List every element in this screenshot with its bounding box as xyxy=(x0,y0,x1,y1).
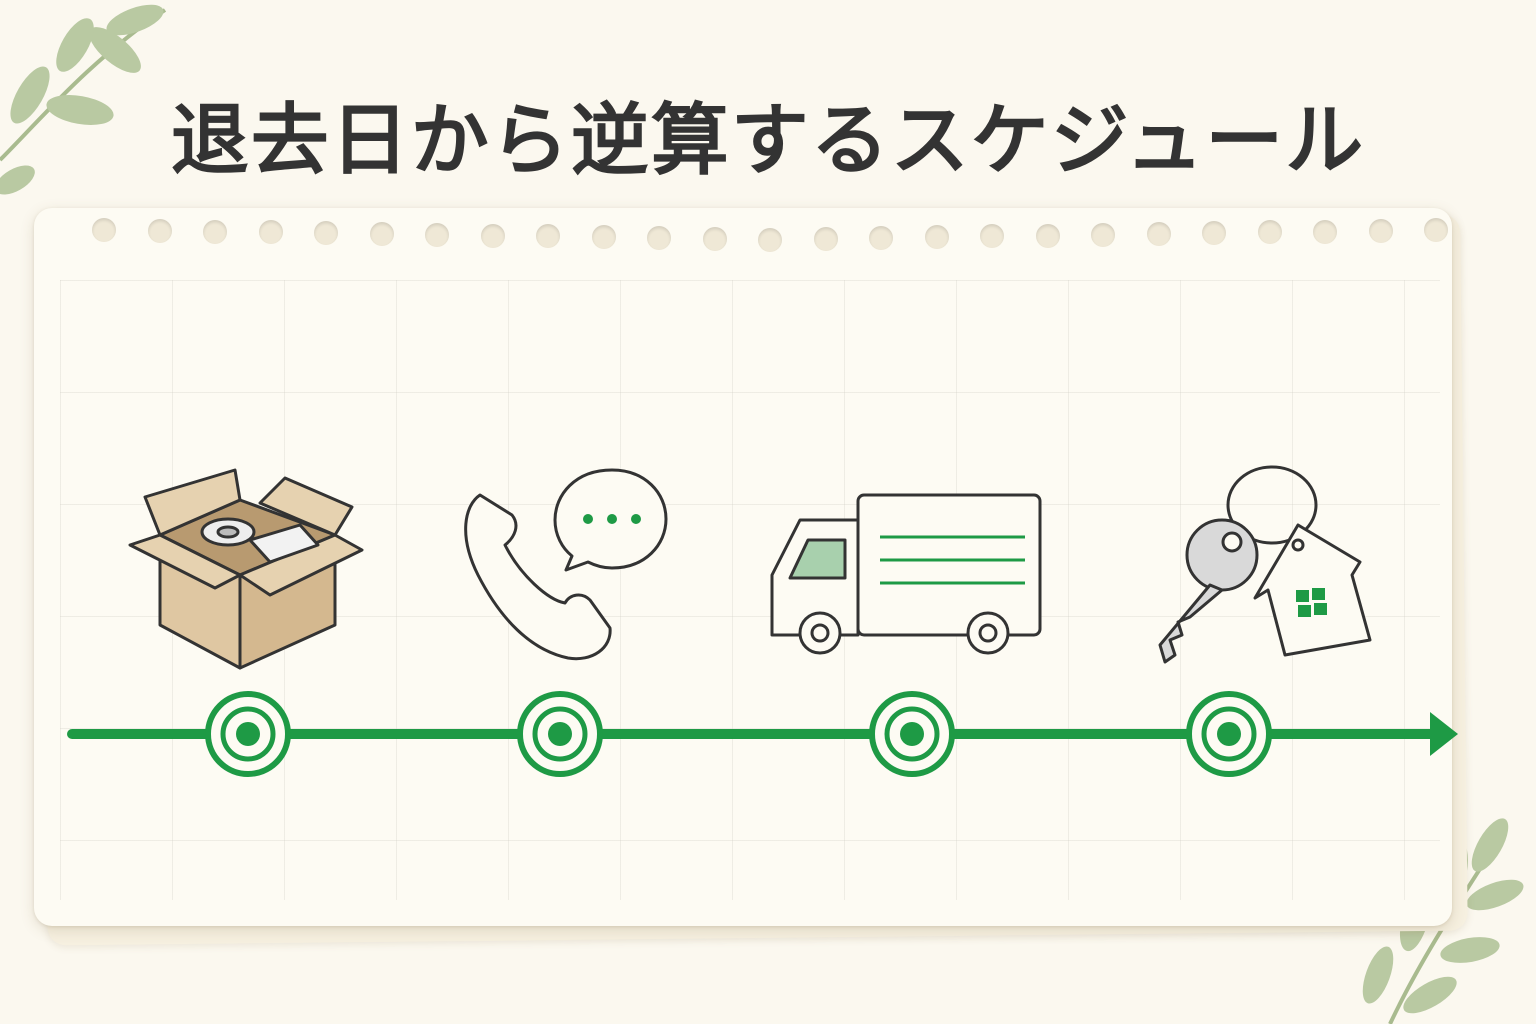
timeline-marker xyxy=(205,691,291,777)
paper-hole xyxy=(813,226,838,251)
paper-hole xyxy=(702,226,727,251)
timeline-marker xyxy=(517,691,603,777)
paper-hole xyxy=(425,222,449,247)
paper-hole xyxy=(591,225,616,250)
paper-hole xyxy=(1202,221,1226,246)
moving-truck-icon xyxy=(770,493,1042,655)
paper-hole xyxy=(758,227,782,252)
page-title: 退去日から逆算するスケジュール xyxy=(170,96,1366,186)
paper-hole xyxy=(1035,223,1060,248)
paper-hole xyxy=(647,226,671,250)
paper-hole xyxy=(1091,222,1115,247)
phone-chat-icon xyxy=(464,468,668,661)
paper-hole xyxy=(258,220,283,245)
house-key-icon xyxy=(1158,465,1372,664)
paper-hole xyxy=(92,218,116,242)
paper-hole xyxy=(1313,219,1337,244)
timeline-arrowhead xyxy=(1430,712,1458,756)
paper-hole xyxy=(869,226,893,250)
paper-hole xyxy=(203,219,227,244)
moving-box-icon xyxy=(128,468,364,670)
paper-hole xyxy=(924,225,949,250)
timeline-marker xyxy=(1186,691,1272,777)
paper-hole xyxy=(147,218,172,243)
leaf-top-left-icon xyxy=(0,4,167,195)
timeline-marker xyxy=(869,691,955,777)
paper-hole xyxy=(1257,220,1282,245)
paper-hole xyxy=(1424,218,1448,242)
paper-hole xyxy=(1146,222,1171,246)
paper-hole xyxy=(536,224,560,249)
paper-hole xyxy=(314,221,338,246)
paper-hole xyxy=(369,222,394,246)
paper-hole xyxy=(1368,218,1393,243)
paper-hole xyxy=(980,224,1004,249)
paper-hole xyxy=(480,223,505,248)
